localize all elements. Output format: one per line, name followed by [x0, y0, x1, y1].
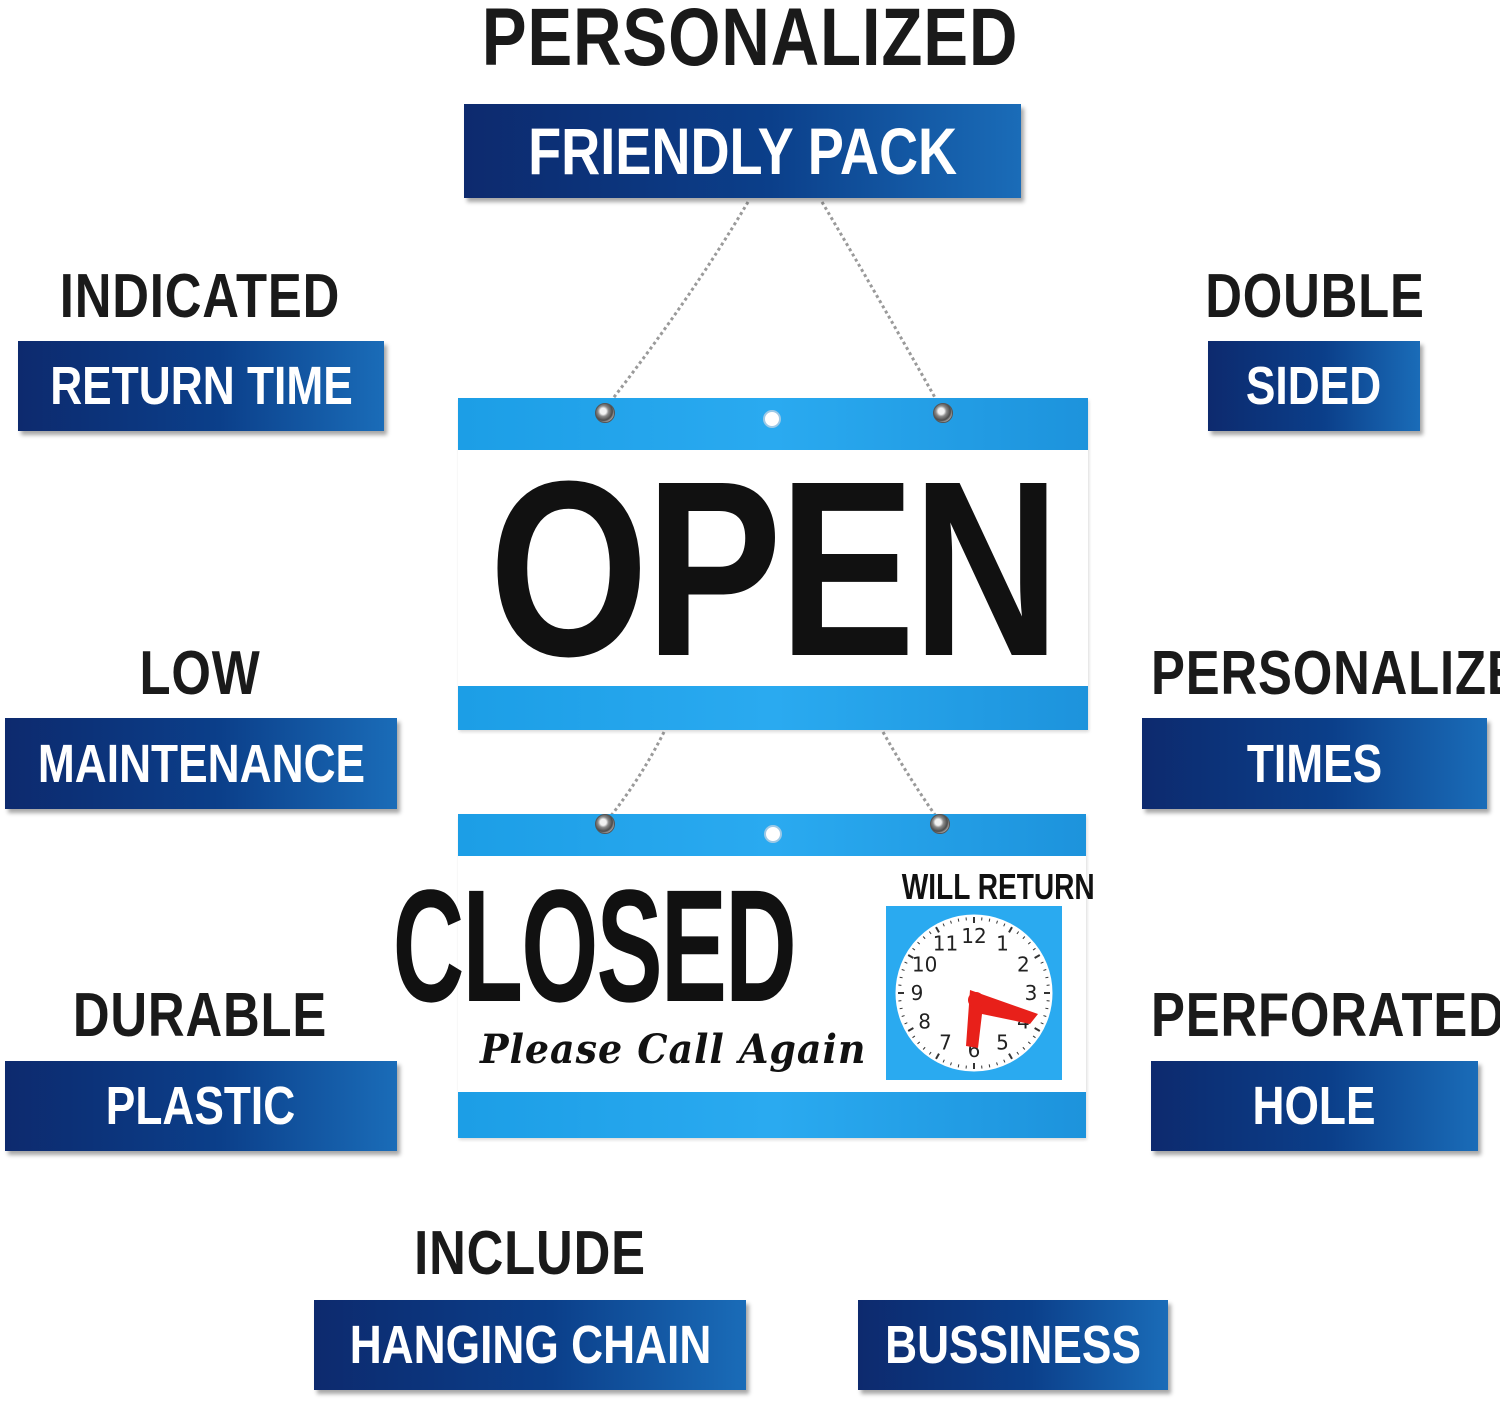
clock-panel: 121234567891011 — [886, 906, 1062, 1080]
clock-tick — [1034, 954, 1041, 959]
clock-tick — [935, 926, 940, 933]
title-heading: PERSONALIZED — [481, 0, 1019, 83]
return-time-heading: INDICATED — [59, 262, 341, 331]
clock-tick — [988, 1064, 991, 1068]
perforated-hole-banner: HOLE — [1151, 1061, 1478, 1151]
open-sign: OPEN — [458, 398, 1088, 730]
closed-sign-text: CLOSED — [392, 856, 797, 1035]
clock-tick — [917, 1041, 921, 1045]
clock-tick — [904, 961, 908, 964]
clock-tick — [942, 923, 945, 927]
clock-number: 1 — [996, 932, 1009, 956]
hanging-chain-heading: INCLUDE — [414, 1219, 646, 1288]
closed-sign-bottom-stripe — [458, 1092, 1086, 1138]
clock-tick — [1003, 1059, 1006, 1063]
clock-face: 121234567891011 — [895, 914, 1053, 1072]
open-sign-text: OPEN — [489, 429, 1060, 708]
clock-tick — [996, 920, 998, 924]
clock-number: 8 — [918, 1010, 931, 1034]
clock-tick — [922, 1046, 926, 1050]
open-sign-grommet-left — [595, 403, 615, 423]
clock-tick — [1022, 936, 1026, 940]
clock-tick — [1016, 931, 1020, 935]
clock-number: 12 — [961, 924, 986, 948]
clock-tick — [928, 931, 932, 935]
clock-tick — [950, 1062, 952, 1066]
business-banner: BUSSINESS — [858, 1300, 1168, 1390]
clock-number: 11 — [933, 932, 958, 956]
closed-sign-grommet-left — [595, 814, 615, 834]
clock-tick — [996, 1062, 998, 1066]
clock-tick — [907, 1027, 914, 1032]
low-maintenance-banner: MAINTENANCE — [5, 718, 397, 809]
clock-tick — [901, 969, 905, 971]
clock-hand — [966, 990, 1038, 1048]
clock-tick — [1040, 961, 1044, 964]
durable-plastic-banner: PLASTIC — [5, 1061, 397, 1151]
clock-tick — [912, 1035, 916, 1039]
clock-tick — [1032, 947, 1036, 951]
clock-tick — [1032, 1035, 1036, 1039]
hanging-chain-banner: HANGING CHAIN — [314, 1300, 746, 1390]
closed-sign-hole — [764, 825, 782, 843]
clock-tick — [1016, 1051, 1020, 1055]
double-sided-banner: SIDED — [1208, 341, 1420, 431]
clock-number: 3 — [1025, 981, 1038, 1005]
clock-tick — [904, 1022, 908, 1025]
double-sided-heading: DOUBLE — [1205, 262, 1425, 331]
clock-tick — [950, 920, 952, 924]
clock-tick — [1043, 969, 1047, 971]
closed-sign-grommet-right — [930, 814, 950, 834]
clock-number: 2 — [1017, 953, 1030, 977]
clock-tick — [1027, 941, 1031, 945]
clock-tick — [1040, 1022, 1044, 1025]
personalize-times-banner: TIMES — [1142, 718, 1487, 809]
clock-tick — [922, 936, 926, 940]
clock-number: 9 — [911, 981, 924, 1005]
clock-tick — [957, 1064, 960, 1068]
clock-number: 10 — [912, 953, 937, 977]
clock-tick — [942, 1059, 945, 1063]
return-time-banner: RETURN TIME — [18, 341, 384, 431]
clock-tick — [1008, 1053, 1013, 1060]
will-return-label: WILL RETURN — [901, 866, 1095, 907]
open-sign-hole — [763, 410, 781, 428]
clock-tick — [899, 976, 903, 979]
open-sign-bottom-stripe — [458, 686, 1088, 730]
durable-plastic-heading: DURABLE — [72, 981, 328, 1050]
clock-tick — [988, 918, 991, 922]
clock-tick — [957, 918, 960, 922]
clock-tick — [912, 947, 916, 951]
clock-tick — [935, 1053, 940, 1060]
clock-tick — [901, 1015, 905, 1017]
closed-sign-subtext: Please Call Again — [480, 1026, 867, 1073]
clock-tick — [1022, 1046, 1026, 1050]
clock-tick — [1043, 1015, 1047, 1017]
clock-tick — [1034, 1027, 1041, 1032]
perforated-hole-heading: PERFORATED — [1151, 981, 1500, 1050]
clock-number: 5 — [996, 1030, 1009, 1054]
clock-tick — [1045, 1007, 1049, 1010]
clock-tick — [907, 954, 914, 959]
open-sign-grommet-right — [933, 403, 953, 423]
clock-tick — [899, 1007, 903, 1010]
clock-tick — [1027, 1041, 1031, 1045]
clock-tick — [917, 941, 921, 945]
clock-tick — [928, 1051, 932, 1055]
low-maintenance-heading: LOW — [139, 639, 261, 708]
clock-tick — [1045, 976, 1049, 979]
clock-tick — [1003, 923, 1006, 927]
clock-tick — [1008, 926, 1013, 933]
personalize-times-heading: PERSONALIZE — [1151, 639, 1500, 708]
title-banner: FRIENDLY PACK — [464, 104, 1021, 198]
clock-number: 7 — [939, 1030, 952, 1054]
